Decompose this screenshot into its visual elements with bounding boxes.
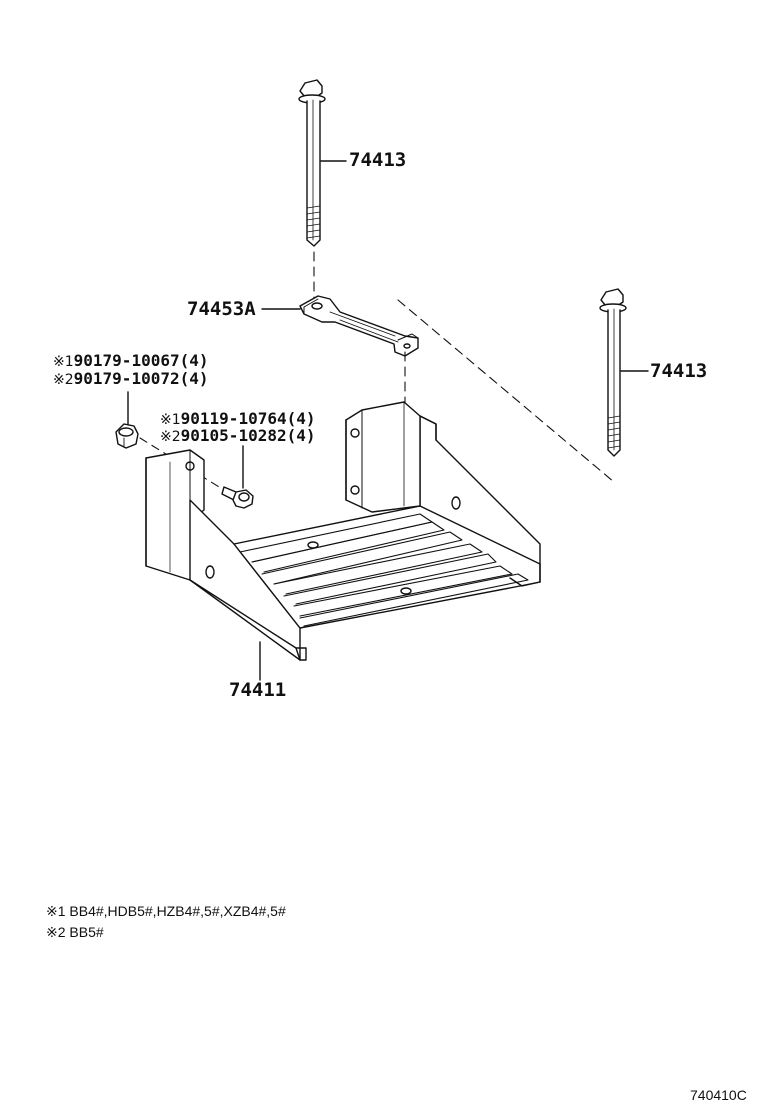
bolt-ref-1-mark: ※1 <box>160 412 181 428</box>
clamp-drawing[interactable] <box>299 295 419 357</box>
nut-ref-2[interactable]: ※290179-10072(4) <box>53 369 209 388</box>
bolt-ref-2-mark: ※2 <box>160 429 181 445</box>
diagram-code: 740410C <box>690 1087 747 1103</box>
footnote-1: ※1 BB4#,HDB5#,HZB4#,5#,XZB4#,5# <box>46 903 286 919</box>
callout-bolt-right[interactable]: 74413 <box>650 360 708 382</box>
nut-ref-2-mark: ※2 <box>53 372 74 388</box>
nut-ref-1-mark: ※1 <box>53 354 74 370</box>
alignment-dash-right <box>397 299 615 483</box>
nut-ref-2-part: 90179-10072(4) <box>73 369 209 388</box>
callout-tray[interactable]: 74411 <box>229 679 287 701</box>
nut-ref-1[interactable]: ※190179-10067(4) <box>53 351 209 370</box>
small-bolt-drawing[interactable] <box>221 486 254 509</box>
footnote-2: ※2 BB5# <box>46 924 104 940</box>
nut-drawing[interactable] <box>115 423 139 449</box>
tray-drawing[interactable] <box>145 401 541 661</box>
bolt-right-drawing[interactable] <box>599 288 627 457</box>
callout-bolt-upper[interactable]: 74413 <box>349 149 407 171</box>
callout-clamp[interactable]: 74453A <box>187 298 256 320</box>
bolt-upper-drawing[interactable] <box>298 79 326 247</box>
bolt-ref-2-part: 90105-10282(4) <box>180 426 316 445</box>
bolt-ref-1-part: 90119-10764(4) <box>180 409 316 428</box>
bolt-ref-1[interactable]: ※190119-10764(4) <box>160 409 316 428</box>
nut-ref-1-part: 90179-10067(4) <box>73 351 209 370</box>
bolt-ref-2[interactable]: ※290105-10282(4) <box>160 426 316 445</box>
